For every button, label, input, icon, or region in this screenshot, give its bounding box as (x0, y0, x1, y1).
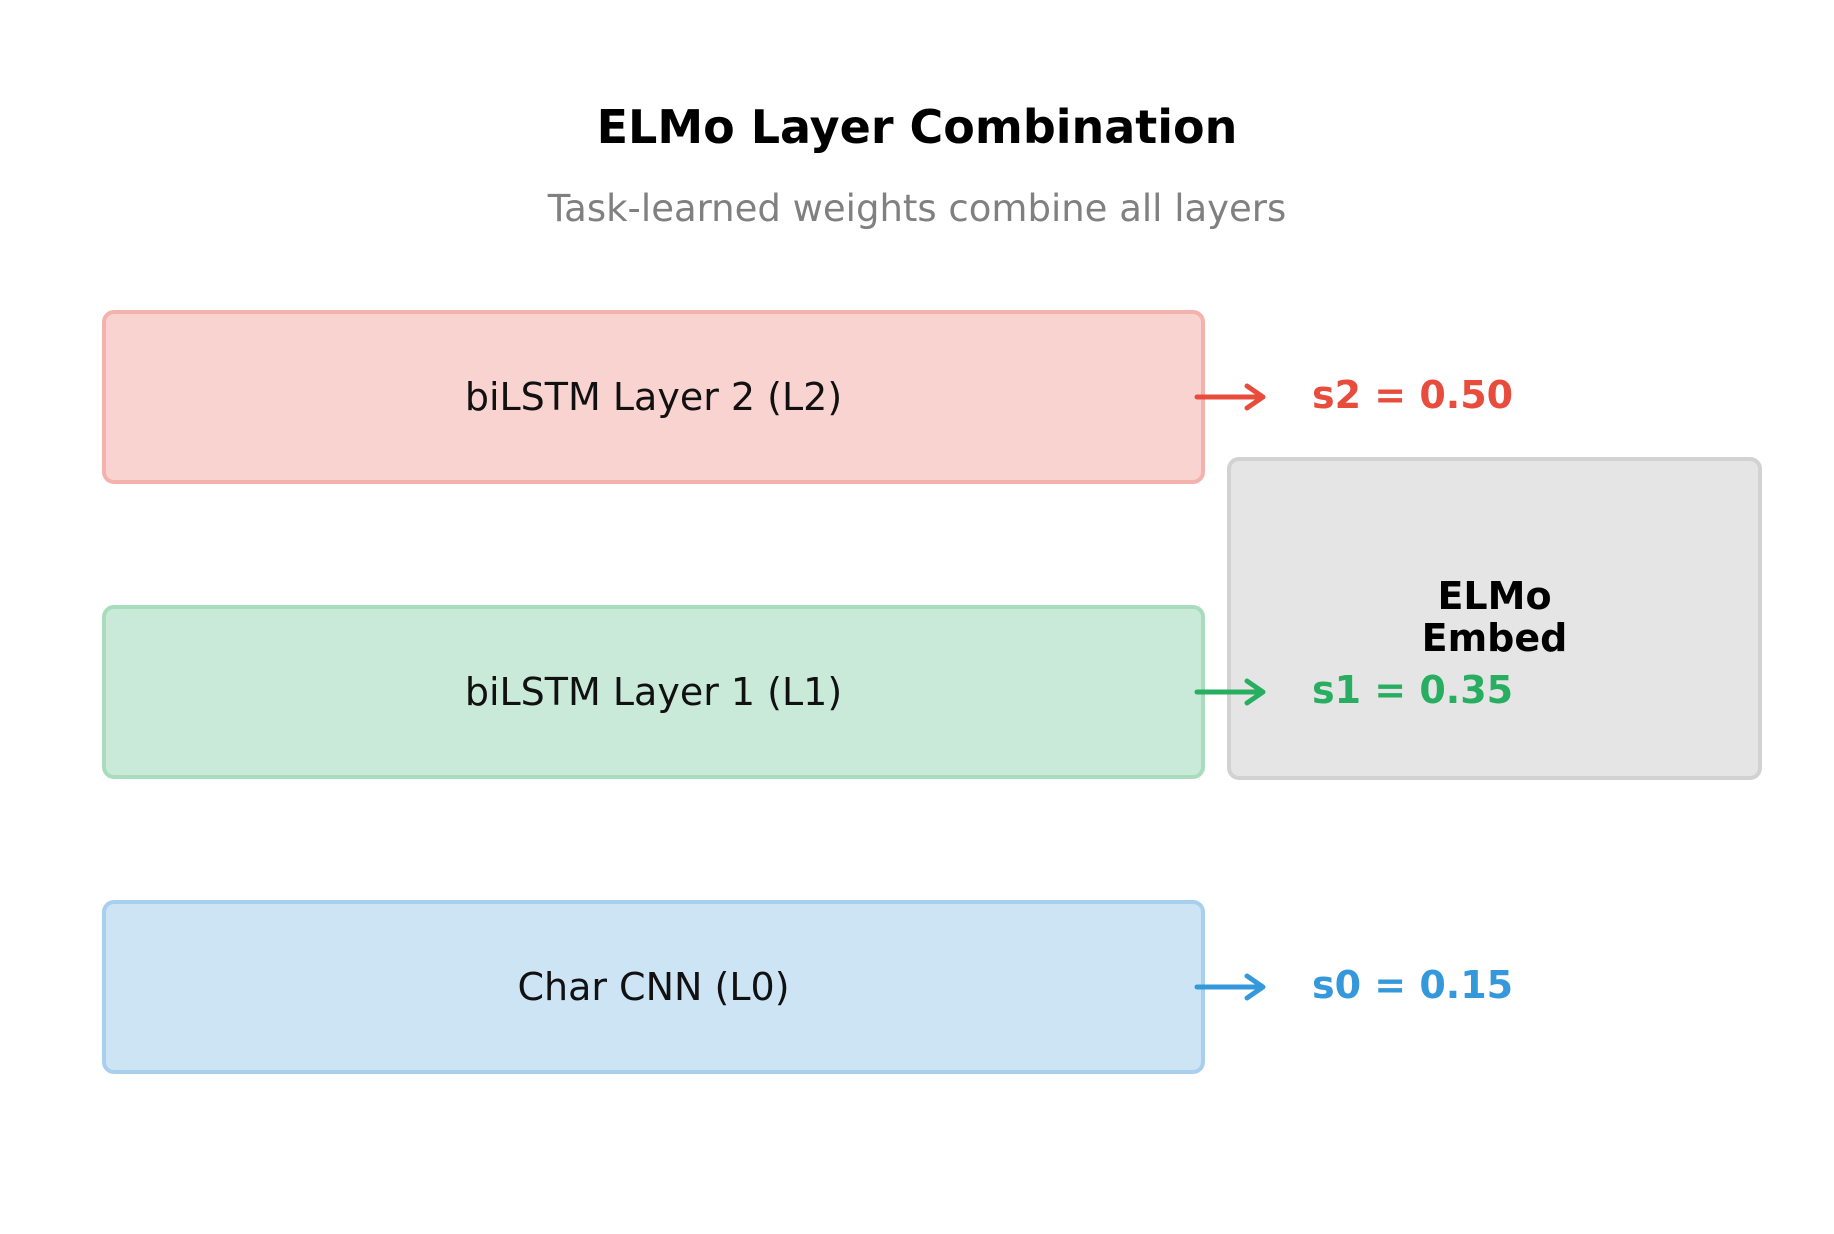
arrow-right-icon-s2 (1194, 383, 1266, 411)
layer-box-l0: Char CNN (L0) (102, 900, 1205, 1074)
arrow-head-s1 (1244, 678, 1266, 706)
diagram-subtitle: Task-learned weights combine all layers (547, 187, 1287, 230)
weight-label-s2: s2 = 0.50 (1312, 373, 1514, 417)
arrow-right-icon-s0 (1194, 973, 1266, 1001)
diagram-title: ELMo Layer Combination (596, 100, 1238, 154)
weight-label-s1: s1 = 0.35 (1312, 668, 1514, 712)
elmo-embed-label: ELMo Embed (1421, 574, 1568, 660)
elmo-embed-box (1227, 457, 1762, 780)
layer-box-l2: biLSTM Layer 2 (L2) (102, 310, 1205, 484)
arrow-head-s0 (1244, 973, 1266, 1001)
weight-label-s0: s0 = 0.15 (1312, 963, 1514, 1007)
arrow-head-s2 (1244, 383, 1266, 411)
layer-box-l1: biLSTM Layer 1 (L1) (102, 605, 1205, 779)
arrow-right-icon-s1 (1194, 678, 1266, 706)
